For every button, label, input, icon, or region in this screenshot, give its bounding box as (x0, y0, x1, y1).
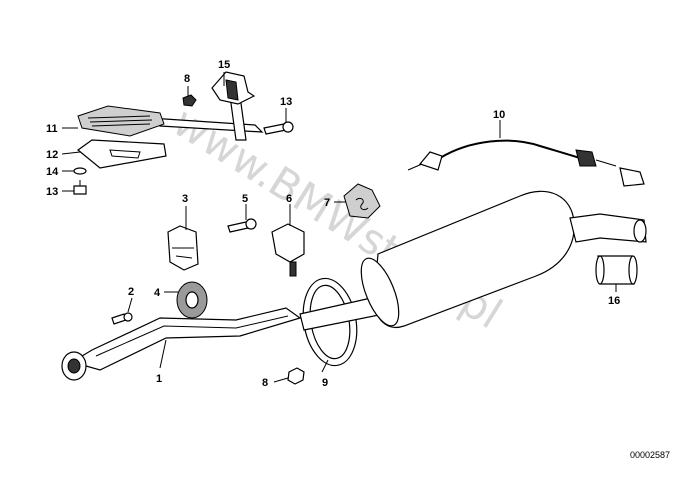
callout-15: 15 (218, 59, 230, 71)
callout-13-bottom: 13 (46, 186, 58, 198)
callout-14: 14 (46, 166, 59, 178)
callout-16: 16 (608, 295, 620, 307)
callout-2: 2 (128, 286, 134, 298)
callout-13-top: 13 (280, 96, 292, 108)
callout-11: 11 (46, 123, 58, 135)
callout-10: 10 (493, 109, 505, 121)
callout-3: 3 (182, 193, 188, 205)
callout-labels: 15 8 13 11 12 14 13 10 3 5 6 7 4 2 1 8 9… (46, 59, 620, 389)
upper-bracket-assembly (73, 71, 294, 195)
front-pipe (61, 307, 305, 385)
callout-9: 9 (322, 377, 328, 389)
callout-12: 12 (46, 149, 58, 161)
callout-8-bottom: 8 (262, 377, 268, 389)
callout-8-top: 8 (184, 73, 190, 85)
rear-muffler (299, 190, 647, 331)
sensor-cable (407, 139, 645, 187)
callout-4: 4 (154, 287, 161, 299)
callout-5: 5 (242, 193, 248, 205)
callout-1: 1 (156, 373, 162, 385)
callout-7: 7 (324, 197, 330, 209)
callout-6: 6 (286, 193, 292, 205)
leader-lines (61, 72, 617, 383)
reference-number: 00002587 (630, 450, 670, 460)
middle-small-parts (111, 183, 381, 325)
